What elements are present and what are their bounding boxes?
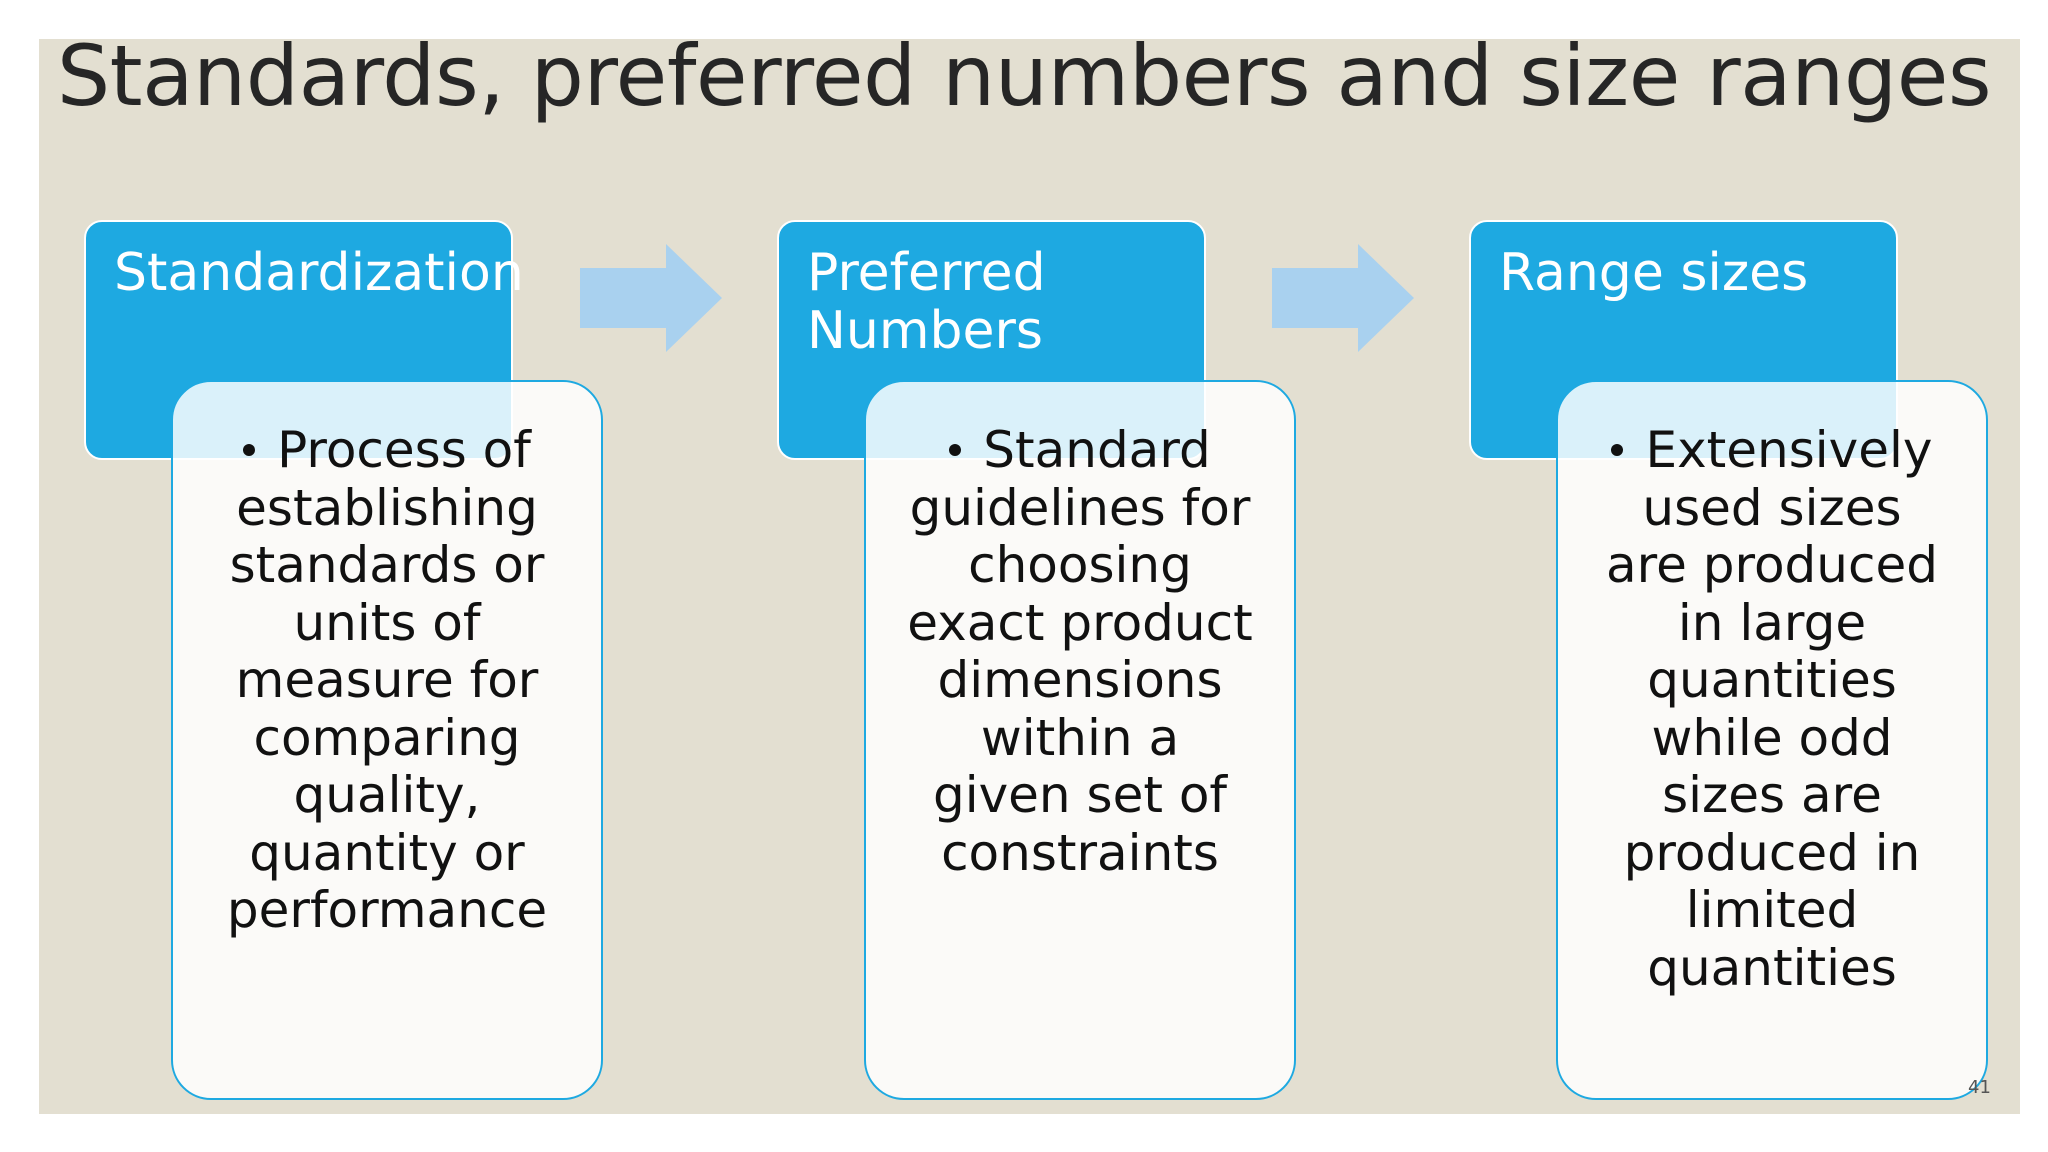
- slide-number: 41: [1968, 1077, 1991, 1098]
- step-bullet-text: Standard guidelines for choosing exact p…: [907, 421, 1253, 882]
- step-body-preferred-numbers: Standard guidelines for choosing exact p…: [864, 380, 1296, 1100]
- step-bullet-text: Extensively used sizes are produced in l…: [1606, 421, 1938, 997]
- step-body-range-sizes: Extensively used sizes are produced in l…: [1556, 380, 1988, 1100]
- step-body-standardization: Process of establishing standards or uni…: [171, 380, 603, 1100]
- step-heading: Standardization: [114, 243, 524, 303]
- bullet-icon: [1611, 443, 1624, 456]
- right-arrow-icon: [580, 244, 722, 352]
- bullet-icon: [243, 443, 256, 456]
- right-arrow-icon: [1272, 244, 1414, 352]
- step-bullet: Extensively used sizes are produced in l…: [1598, 421, 1946, 997]
- step-bullet: Standard guidelines for choosing exact p…: [906, 421, 1254, 882]
- step-heading: Preferred Numbers: [807, 243, 1046, 361]
- step-bullet-text: Process of establishing standards or uni…: [226, 421, 548, 939]
- step-bullet: Process of establishing standards or uni…: [213, 421, 561, 940]
- slide-title: Standards, preferred numbers and size ra…: [56, 27, 1992, 125]
- bullet-icon: [949, 443, 962, 456]
- step-heading: Range sizes: [1499, 243, 1809, 303]
